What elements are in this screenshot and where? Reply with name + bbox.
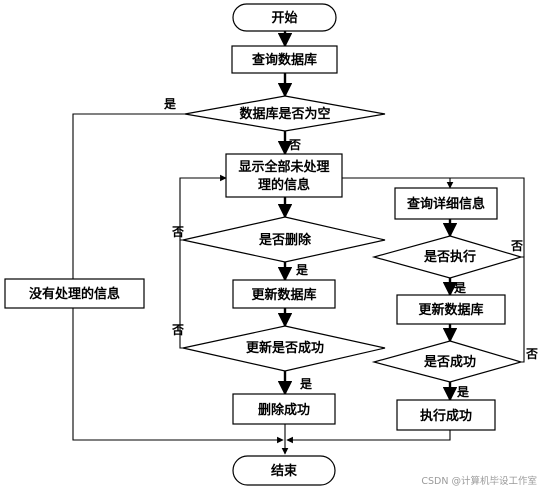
node-start: 开始 (232, 3, 337, 32)
query-detail-box (394, 187, 498, 220)
query-db-label: 查询数据库 (251, 52, 317, 68)
is-delete-diamond (182, 216, 386, 263)
label-no-is-execute: 否 (510, 239, 523, 253)
show-all-label-line1: 显示全部未处理 (238, 159, 329, 175)
node-execute-success: 执行成功 (396, 399, 496, 431)
label-no-update-success: 否 (171, 323, 184, 337)
label-yes-update-success: 是 (299, 377, 313, 391)
node-update-db-left: 更新数据库 (232, 279, 336, 309)
is-execute-diamond (371, 235, 524, 279)
node-no-info: 没有处理的信息 (4, 278, 145, 309)
no-info-box (4, 278, 145, 309)
query-detail-label: 查询详细信息 (406, 196, 485, 212)
no-info-label: 没有处理的信息 (29, 286, 120, 302)
update-success-diamond (182, 325, 386, 372)
node-delete-success: 删除成功 (232, 393, 336, 425)
delete-success-box (232, 393, 336, 425)
start-terminal (232, 3, 337, 32)
node-end: 结束 (232, 455, 336, 486)
label-no-is-success: 否 (525, 347, 538, 361)
edge-execsuccess-to-end (286, 430, 451, 444)
edge-empty-yes-to-noinfo (72, 113, 185, 279)
update-db-right-box (396, 294, 506, 325)
update-db-right-label: 更新数据库 (418, 302, 483, 318)
watermark-text: CSDN @计算机毕设工作室 (421, 475, 537, 487)
update-success-label: 更新是否成功 (246, 340, 324, 356)
db-empty-diamond (184, 95, 386, 132)
execute-success-box (396, 399, 496, 431)
show-all-label-line2: 理的信息 (258, 177, 310, 193)
update-db-left-label: 更新数据库 (251, 287, 316, 303)
delete-success-label: 删除成功 (258, 402, 310, 418)
node-show-all: 显示全部未处理 理的信息 (225, 153, 343, 198)
db-empty-label: 数据库是否为空 (239, 106, 330, 122)
update-db-left-box (232, 279, 336, 309)
node-update-db-right: 更新数据库 (396, 294, 506, 325)
node-is-delete: 是否删除 (182, 216, 386, 263)
edge-labels: 是 否 否 是 否 是 否 是 否 是 (163, 97, 538, 399)
edge-isdelete-no-loop (179, 174, 227, 241)
label-no-is-delete: 否 (171, 225, 184, 239)
node-query-db: 查询数据库 (231, 45, 338, 74)
execute-success-label: 执行成功 (420, 408, 472, 424)
end-terminal (232, 455, 336, 486)
end-label: 结束 (271, 463, 298, 479)
edge-noinfo-to-end (72, 308, 284, 444)
is-execute-label: 是否执行 (423, 249, 476, 265)
edge-updatesuccess-no-loop (179, 240, 183, 349)
edge-issuccess-no-loop (521, 256, 525, 363)
start-label: 开始 (271, 10, 297, 26)
query-db-box (231, 45, 338, 74)
label-yes-is-success: 是 (456, 385, 470, 399)
node-update-success: 更新是否成功 (182, 325, 386, 372)
is-success-diamond (371, 340, 524, 383)
label-no-db-empty: 否 (288, 138, 301, 152)
edge-isexec-no-loop (450, 177, 525, 257)
label-yes-is-execute: 是 (453, 281, 467, 295)
show-all-box (225, 153, 343, 198)
label-yes-is-delete: 是 (295, 263, 309, 277)
label-yes-db-empty: 是 (163, 97, 177, 111)
edge-show-to-querydetail (342, 177, 454, 189)
is-success-label: 是否成功 (423, 354, 476, 370)
node-query-detail: 查询详细信息 (394, 187, 498, 220)
node-db-empty: 数据库是否为空 (184, 95, 386, 132)
is-delete-label: 是否删除 (258, 232, 312, 248)
node-is-execute: 是否执行 (371, 235, 524, 279)
node-is-success: 是否成功 (371, 340, 524, 383)
connectors (72, 31, 525, 455)
